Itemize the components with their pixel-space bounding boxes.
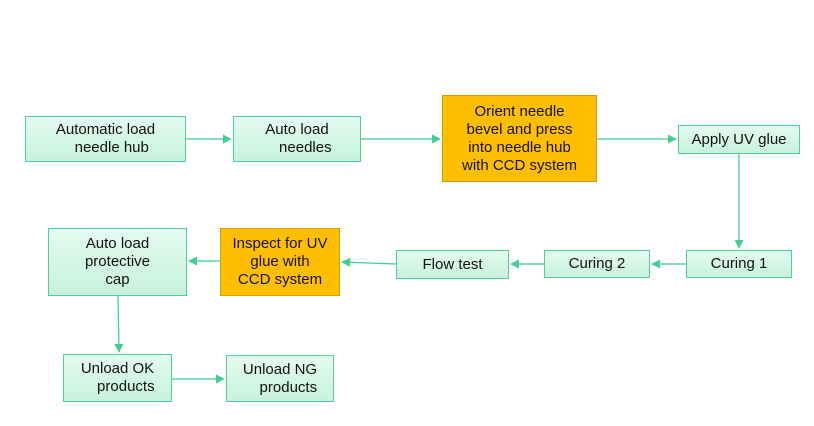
step-auto-load-needles: Auto load needles [233, 116, 361, 162]
step-label-line: cap [105, 271, 130, 288]
step-automatic-load-needle-hub: Automatic load needle hub [25, 116, 186, 162]
step-label-line: needle hub [62, 139, 149, 156]
step-label-line: Inspect for UV [232, 235, 328, 252]
step-label-line: Flow test [422, 255, 483, 273]
step-label-line: Auto load [85, 235, 150, 252]
arrow-cap-to-unload-ok [114, 295, 124, 353]
step-flow-test: Flow test [396, 250, 509, 279]
step-apply-uv-glue: Apply UV glue [678, 125, 800, 154]
step-label-line: protective [84, 253, 151, 270]
step-label-line: CCD system [237, 271, 323, 288]
arrow-flow-test-to-inspect [341, 257, 397, 267]
step-label-line: Auto load [265, 121, 329, 138]
step-label-line: Unload OK [80, 360, 155, 377]
step-curing-2: Curing 2 [544, 250, 650, 278]
step-label-line: Unload NG [242, 360, 318, 378]
step-label-line: Automatic load [55, 121, 156, 138]
step-label-line: products [242, 378, 318, 396]
step-label-line: Orient needle [474, 102, 565, 120]
step-label-line: Apply UV glue [691, 130, 787, 148]
step-label-line: with CCD system [461, 156, 577, 174]
step-label-line: Curing 1 [710, 255, 768, 272]
step-unload-ng-products: Unload NG products [226, 355, 334, 402]
step-label-line: glue with [250, 253, 310, 270]
step-unload-ok-products: Unload OK products [63, 354, 172, 402]
step-label-line: into needle hub [468, 138, 571, 156]
step-label-line: products [80, 378, 155, 395]
step-label-line: Curing 2 [568, 255, 626, 272]
step-label-line: bevel and press [466, 120, 573, 138]
step-label-line: needles [262, 139, 332, 156]
step-curing-1: Curing 1 [686, 250, 792, 278]
